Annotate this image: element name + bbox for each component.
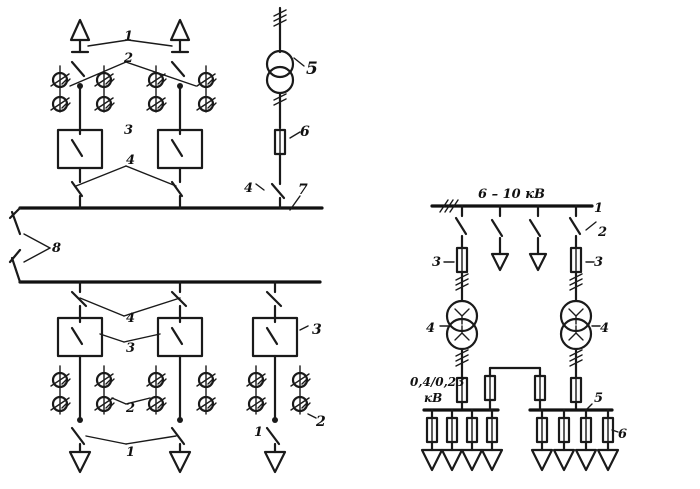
right-schematic: 6 – 10 кВ 1 2 3 3 4 4 0,4/0,23 кВ 5 6 xyxy=(410,187,627,472)
label-voltage-lv-unit: кВ xyxy=(424,391,442,405)
label-4-right-transformer: 4 xyxy=(600,321,609,336)
hv-feeder-middle-1 xyxy=(490,204,510,272)
label-2-top: 2 xyxy=(123,51,133,66)
label-3-left-fuse: 3 xyxy=(432,255,441,270)
lv-feeders-left xyxy=(420,408,504,472)
left-schematic: 1 2 3 4 5 6 4 7 8 4 3 3 2 2 1 1 xyxy=(8,6,326,474)
label-1-right-bus: 1 xyxy=(594,201,603,216)
label-3-bottom: 3 xyxy=(126,341,135,356)
label-4-branch: 4 xyxy=(244,181,253,196)
label-1-top: 1 xyxy=(124,29,133,44)
upper-feeder-a xyxy=(49,18,116,210)
label-4-bottom: 4 xyxy=(126,311,135,326)
label-voltage-hv: 6 – 10 кВ xyxy=(478,187,545,202)
label-2-right: 2 xyxy=(315,414,326,430)
label-8-coupler: 8 xyxy=(52,241,61,256)
lv-section-tie xyxy=(483,366,547,412)
label-voltage-lv: 0,4/0,23 xyxy=(410,375,465,389)
upper-feeder-b xyxy=(145,18,218,210)
lower-feeder-a xyxy=(49,280,116,474)
label-1-bottom: 1 xyxy=(126,445,135,460)
hv-feeder-middle-2 xyxy=(528,204,548,272)
label-6-fuse: 6 xyxy=(300,124,310,140)
auxiliary-transformer-branch xyxy=(255,6,305,211)
bus-coupler xyxy=(8,206,51,284)
lower-feeder-c xyxy=(245,280,312,474)
label-2-right-disconnector: 2 xyxy=(597,225,607,240)
label-3-right: 3 xyxy=(312,322,322,338)
hv-branch-right xyxy=(559,204,593,412)
label-3-top: 3 xyxy=(124,123,133,138)
hv-branch-left xyxy=(445,204,479,412)
label-7-bus: 7 xyxy=(298,182,308,198)
label-5-transformer: 5 xyxy=(306,59,318,79)
lv-feeders-right xyxy=(530,408,620,472)
label-4-left-transformer: 4 xyxy=(426,321,435,336)
label-6-lv-fuse: 6 xyxy=(618,427,627,442)
label-2-bottom: 2 xyxy=(125,401,135,416)
lower-feeder-b xyxy=(145,280,218,474)
label-5-lv-bus: 5 xyxy=(594,391,603,406)
label-4-top: 4 xyxy=(126,153,135,168)
label-1-right: 1 xyxy=(254,425,263,440)
label-3-right-fuse: 3 xyxy=(594,255,603,270)
